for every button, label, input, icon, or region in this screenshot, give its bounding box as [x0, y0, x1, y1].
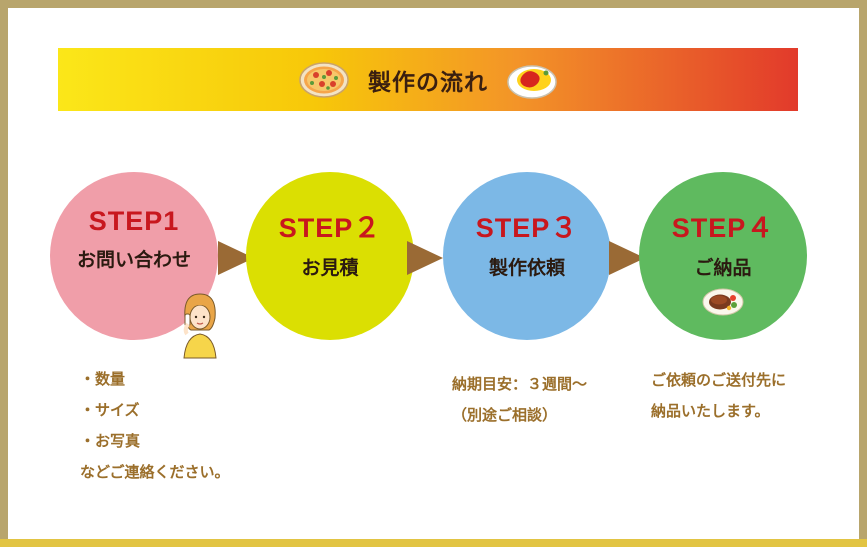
step3-circle: STEP３ 製作依頼 — [443, 172, 611, 340]
step3-desc-line: （別途ご相談） — [452, 406, 558, 424]
arrow-right-icon — [218, 241, 254, 275]
arrow-right-icon — [407, 241, 443, 275]
step2-circle: STEP２ お見積 — [246, 172, 414, 340]
step1-desc-line: ・サイズ — [80, 401, 140, 419]
step1-label: STEP1 — [88, 206, 180, 236]
step4-label: STEP４ — [671, 213, 775, 243]
step2-label: STEP２ — [278, 213, 382, 243]
process-banner: 製作の流れ — [58, 48, 798, 111]
banner-title: 製作の流れ — [368, 69, 488, 96]
step4-circle: STEP４ ご納品 — [639, 172, 807, 340]
step4-description: ご依頼のご送付先に 納品いたします。 — [651, 365, 786, 427]
step1-title: お問い合わせ — [76, 249, 191, 271]
step1-description: ・数量 ・サイズ ・お写真 などご連絡ください。 — [80, 364, 230, 488]
step2-title: お見積 — [301, 257, 359, 279]
step4-desc-line: 納品いたします。 — [651, 402, 770, 420]
step1-desc-line: などご連絡ください。 — [80, 463, 230, 481]
step3-label: STEP３ — [475, 213, 579, 243]
content-frame: 製作の流れ STEP1 お問い合わせ STEP２ お見積 — [8, 8, 859, 539]
step4-title: ご納品 — [694, 257, 752, 279]
bottom-border — [0, 539, 867, 547]
arrow-right-icon — [609, 241, 645, 275]
step3-desc-line: 納期目安：３週間〜 — [452, 375, 588, 393]
pizza-icon — [299, 61, 349, 98]
banner-content: 製作の流れ — [298, 60, 558, 100]
step4-desc-line: ご依頼のご送付先に — [651, 371, 787, 389]
omelette-rice-icon — [507, 64, 557, 99]
step3-title: 製作依頼 — [488, 257, 565, 279]
hamburg-steak-plate-icon — [702, 288, 744, 316]
step1-desc-line: ・数量 — [80, 370, 126, 388]
step3-description: 納期目安：３週間〜 （別途ご相談） — [452, 369, 587, 431]
woman-on-phone-illustration — [183, 293, 217, 359]
step1-desc-line: ・お写真 — [80, 432, 141, 450]
